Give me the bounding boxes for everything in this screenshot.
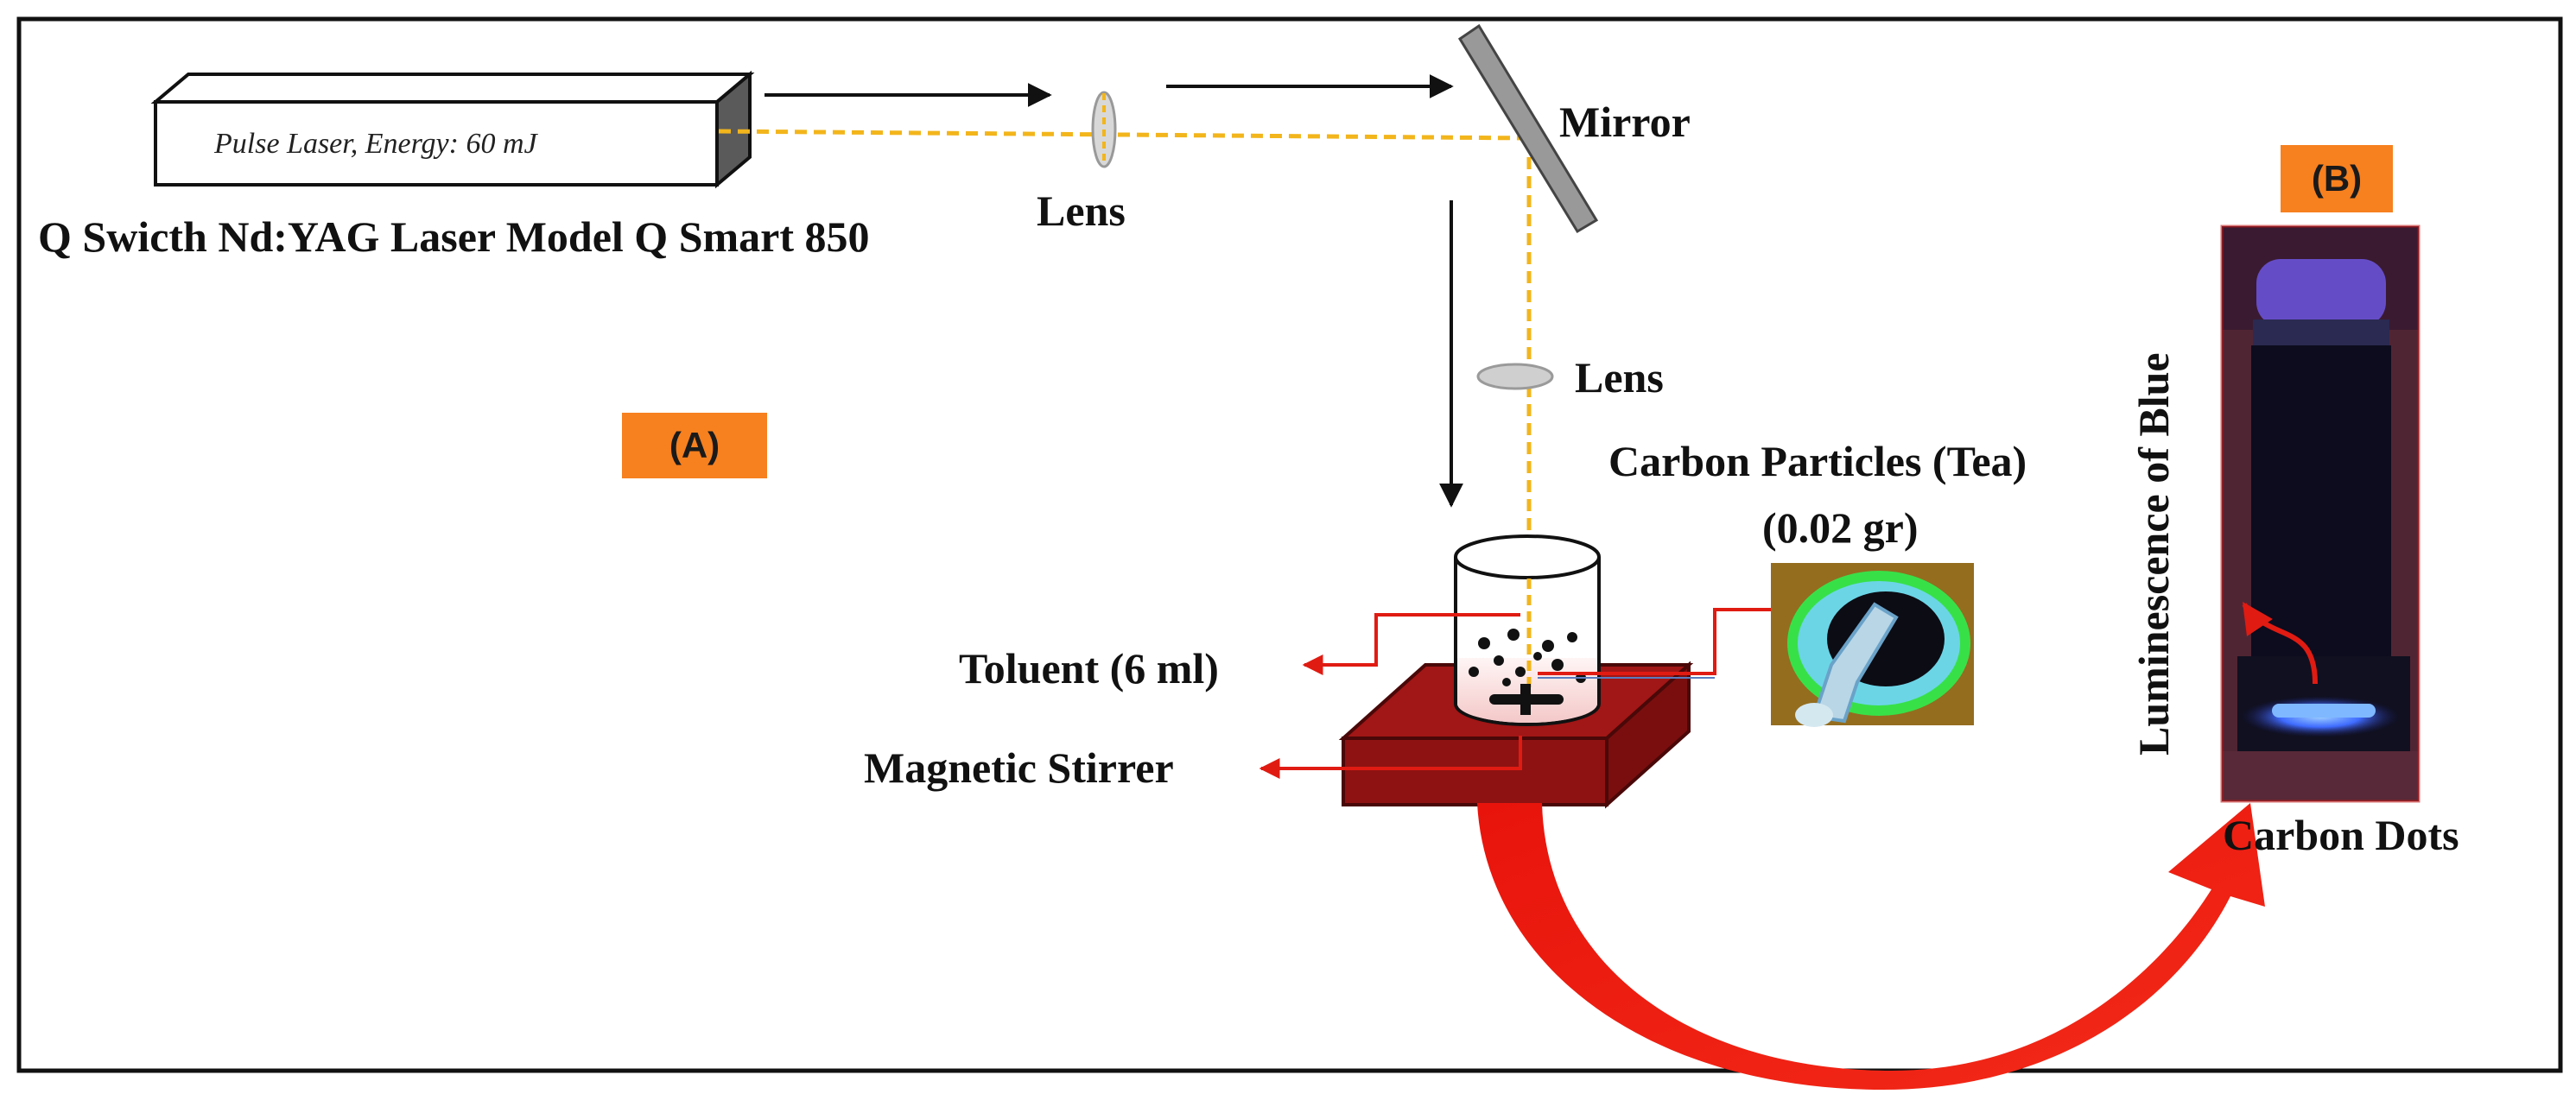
carbon-particles-dots <box>1469 629 1586 686</box>
luminescence-arrow <box>2242 602 2318 685</box>
lens-2-icon <box>1476 363 1554 390</box>
lens-1-label: Lens <box>1037 187 1126 235</box>
carbon-amount-label: (0.02 gr) <box>1762 503 1919 552</box>
process-curved-arrow <box>1477 803 2265 1090</box>
laser-model-label: Q Swicth Nd:YAG Laser Model Q Smart 850 <box>38 212 870 261</box>
laser-device <box>150 70 755 189</box>
carbon-dots-vial-image <box>2220 224 2421 803</box>
stirrer-leader-arrow <box>1259 736 1522 779</box>
mirror-icon <box>1457 23 1599 234</box>
carbon-dots-label: Carbon Dots <box>2223 811 2459 859</box>
panel-a-tag: (A) <box>622 413 767 478</box>
laser-energy-text: Pulse Laser, Energy: 60 mJ <box>214 128 537 160</box>
tea-mortar-image <box>1771 563 1974 727</box>
toluent-label: Toluent (6 ml) <box>959 644 1219 692</box>
carbon-particles-label: Carbon Particles (Tea) <box>1608 437 2027 485</box>
lens-1-icon <box>1091 91 1117 168</box>
laser-beam <box>718 129 1532 682</box>
luminescence-label: Luminescence of Blue <box>2129 352 2178 756</box>
toluent-leader-arrow <box>1302 613 1520 675</box>
mirror-label: Mirror <box>1559 98 1691 146</box>
magnetic-stirrer-label: Magnetic Stirrer <box>864 743 1174 792</box>
lens-2-label: Lens <box>1575 353 1664 402</box>
panel-b-tag: (B) <box>2281 145 2393 212</box>
beaker-icon <box>1454 534 1601 726</box>
frame-border <box>16 16 2563 1073</box>
